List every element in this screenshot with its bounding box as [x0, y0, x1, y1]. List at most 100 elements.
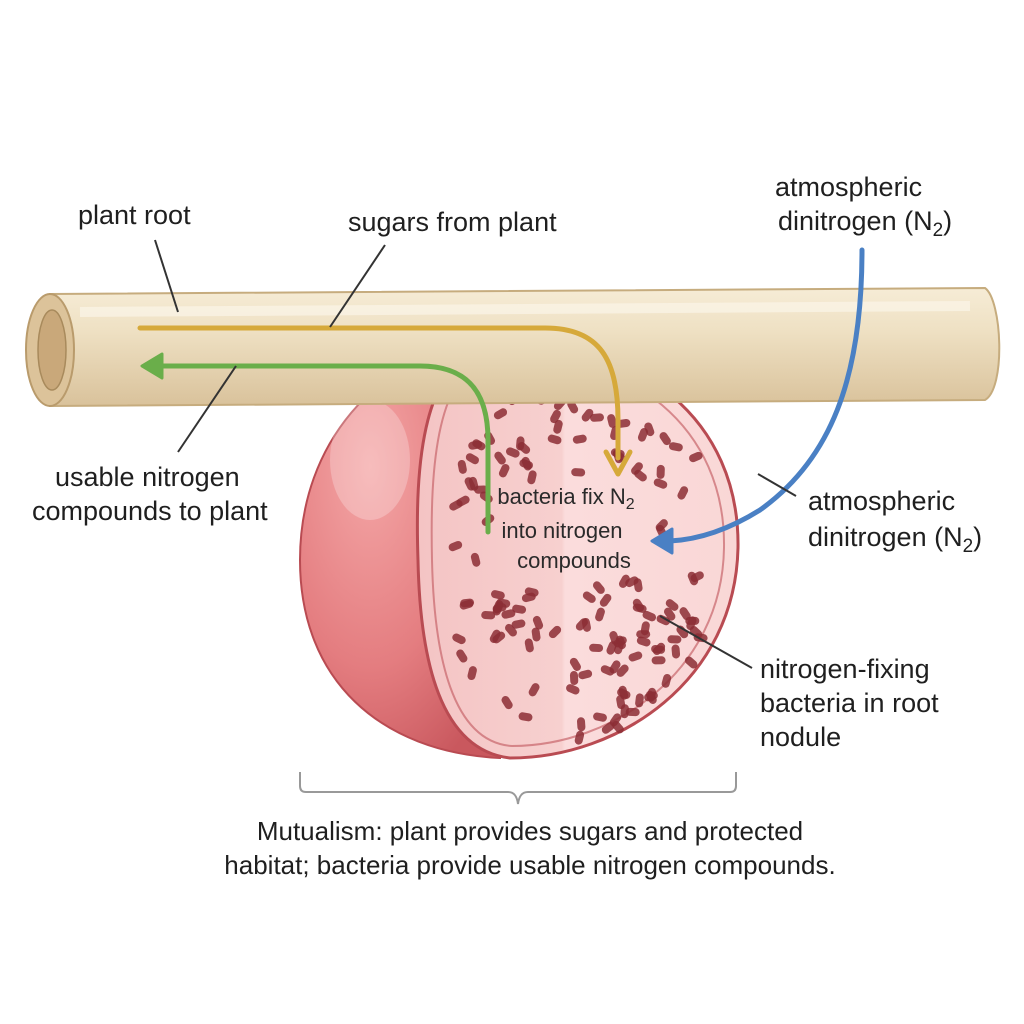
- bacterium: [581, 408, 594, 422]
- bacterium: [635, 693, 644, 708]
- svg-text:dinitrogen (N2): dinitrogen (N2): [778, 206, 952, 241]
- bacterium: [652, 642, 666, 656]
- bacterium: [671, 644, 681, 659]
- bacterium: [448, 540, 463, 552]
- svg-text:habitat; bacteria provide usab: habitat; bacteria provide usable nitroge…: [224, 850, 835, 880]
- bacterium: [575, 618, 588, 631]
- bacterium: [464, 477, 476, 491]
- bacterium: [659, 432, 671, 446]
- bacterium: [519, 459, 534, 470]
- bacteria-cluster: [448, 364, 708, 745]
- caption-brace: [299, 772, 737, 805]
- leader-sugars: [329, 244, 386, 328]
- bacterium: [501, 609, 516, 619]
- bacterium: [676, 625, 689, 639]
- bacterium: [490, 590, 505, 600]
- bacterium: [642, 610, 657, 622]
- bacterium: [661, 674, 672, 688]
- bacterium: [637, 427, 649, 442]
- svg-text:atmospheric: atmospheric: [775, 172, 922, 202]
- bacterium: [614, 640, 624, 655]
- bacterium: [636, 636, 651, 647]
- bacterium: [589, 643, 604, 653]
- leader-plant-root: [154, 239, 179, 313]
- label-atmospheric-top: atmospheric dinitrogen (N2): [775, 172, 952, 241]
- bacterium: [665, 599, 679, 611]
- bacterium: [569, 671, 579, 685]
- bacterium: [606, 641, 617, 655]
- bacterium: [677, 486, 689, 500]
- bacterium: [481, 610, 496, 620]
- bacterium: [625, 707, 640, 717]
- bacterium: [518, 712, 533, 722]
- bacterium: [576, 717, 586, 732]
- bacterium: [593, 712, 607, 722]
- n2-arrow: [650, 247, 865, 555]
- root-body: [49, 286, 1001, 408]
- bacterium: [465, 453, 479, 465]
- bacterium: [684, 656, 698, 669]
- bacterium: [600, 665, 615, 676]
- svg-text:into nitrogen: into nitrogen: [501, 518, 622, 543]
- bacterium: [616, 664, 629, 677]
- label-atmospheric-right: atmospheric dinitrogen (N2): [808, 486, 982, 557]
- bacterium: [459, 599, 474, 610]
- bacterium: [611, 720, 624, 734]
- bacterium: [496, 598, 511, 608]
- leader-lines: [154, 239, 797, 669]
- bacterium: [452, 633, 466, 645]
- bacterium: [505, 623, 517, 637]
- svg-text:usable nitrogen: usable nitrogen: [55, 462, 240, 492]
- bacterium: [644, 422, 655, 437]
- bacterium: [494, 451, 506, 465]
- bacterium: [524, 638, 534, 653]
- plant-root: [25, 286, 1001, 408]
- bacterium: [592, 581, 605, 594]
- bacterium: [456, 495, 470, 507]
- bacterium: [569, 657, 581, 671]
- svg-text:compounds: compounds: [517, 548, 631, 573]
- label-sugars-from-plant: sugars from plant: [348, 207, 557, 237]
- bacterium: [651, 656, 666, 665]
- root-highlight: [79, 301, 971, 317]
- svg-text:compounds to plant: compounds to plant: [32, 496, 268, 526]
- bacterium: [636, 630, 651, 639]
- bacterium: [532, 615, 544, 630]
- bacterium: [686, 616, 697, 630]
- bacterium: [571, 468, 586, 477]
- bacterium: [574, 730, 585, 745]
- bacterium: [687, 571, 699, 586]
- svg-text:bacteria in root: bacteria in root: [760, 688, 939, 718]
- bacterium: [631, 462, 643, 475]
- bacterium: [470, 552, 481, 567]
- bacterium: [456, 649, 468, 663]
- nodule-cut-inner-ring: [430, 352, 726, 748]
- bacterium: [511, 619, 526, 629]
- root-nodule: [298, 340, 740, 760]
- leader-atmo-right: [757, 473, 797, 497]
- bacterium: [493, 408, 508, 420]
- bacterium: [457, 459, 467, 474]
- nitrogen-compounds-arrow: [140, 352, 491, 535]
- bacterium: [506, 447, 520, 458]
- bacterium: [550, 409, 561, 424]
- bacterium: [618, 574, 630, 588]
- svg-text:bacteria fix N2: bacteria fix N2: [497, 484, 634, 513]
- bacterium: [645, 690, 657, 704]
- bacterium: [582, 591, 596, 603]
- svg-text:atmospheric: atmospheric: [808, 486, 955, 516]
- sugar-arrow: [137, 325, 633, 477]
- bacterium: [516, 436, 525, 451]
- bacterium: [553, 419, 563, 434]
- root-cut-core: [37, 309, 67, 391]
- bacterium: [578, 669, 593, 680]
- bacterium: [498, 463, 510, 478]
- bacterium: [512, 604, 527, 614]
- label-usable-nitrogen: usable nitrogen compounds to plant: [32, 462, 268, 526]
- bacterium: [633, 578, 643, 593]
- leader-bacteria: [659, 615, 753, 669]
- bacterium: [590, 413, 604, 422]
- bacterium: [489, 629, 501, 643]
- bacterium: [572, 434, 587, 444]
- bacterium: [668, 442, 683, 452]
